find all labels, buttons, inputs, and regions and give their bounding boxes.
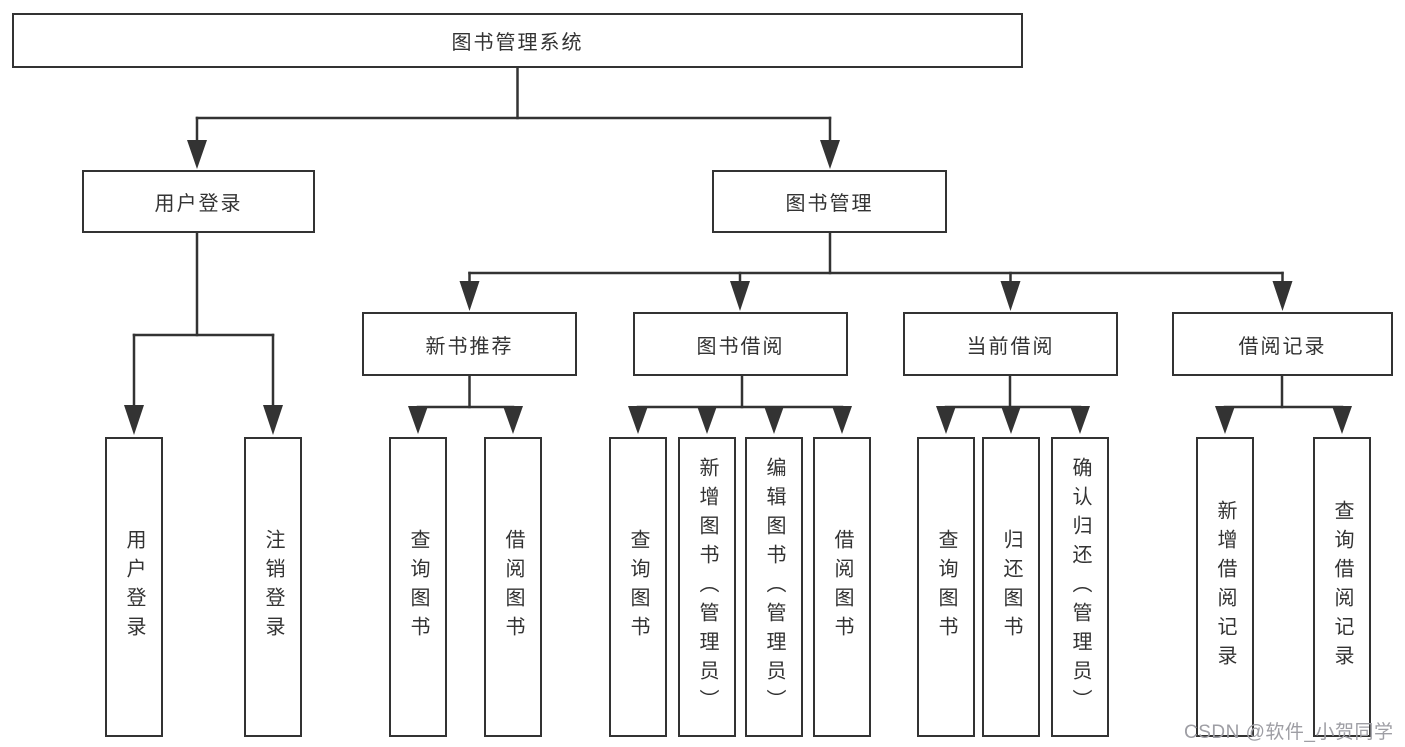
leaf-label: 借阅图书 — [502, 529, 524, 645]
csdn-watermark: CSDN @软件_小贺同学 — [1184, 722, 1394, 743]
leaf-add-book-admin: 新增图书（管理员） — [678, 437, 736, 737]
leaf-label: 用户登录 — [123, 529, 145, 645]
node-book-management: 图书管理 — [712, 170, 947, 233]
leaf-label: 查询借阅记录 — [1331, 500, 1353, 674]
leaf-label: 新增借阅记录 — [1214, 500, 1236, 674]
leaf-borrow-books-recommend: 借阅图书 — [484, 437, 542, 737]
leaf-label: 归还图书 — [1000, 529, 1022, 645]
node-new-book-recommendation: 新书推荐 — [362, 312, 577, 376]
leaf-label: 查询图书 — [935, 529, 957, 645]
leaf-edit-book-admin: 编辑图书（管理员） — [745, 437, 803, 737]
node-library-management-system: 图书管理系统 — [12, 13, 1023, 68]
leaf-label: 新增图书（管理员） — [696, 456, 718, 718]
node-book-borrowing: 图书借阅 — [633, 312, 848, 376]
leaf-borrow-books-borrowing: 借阅图书 — [813, 437, 871, 737]
leaf-confirm-return-admin: 确认归还（管理员） — [1051, 437, 1109, 737]
leaf-query-books-current: 查询图书 — [917, 437, 975, 737]
leaf-label: 查询图书 — [407, 529, 429, 645]
leaf-query-books-recommend: 查询图书 — [389, 437, 447, 737]
node-borrowing-records: 借阅记录 — [1172, 312, 1393, 376]
leaf-query-borrow-record: 查询借阅记录 — [1313, 437, 1371, 737]
leaf-user-login: 用户登录 — [105, 437, 163, 737]
leaf-add-borrow-record: 新增借阅记录 — [1196, 437, 1254, 737]
leaf-label: 查询图书 — [627, 529, 649, 645]
leaf-label: 确认归还（管理员） — [1069, 456, 1091, 718]
leaf-return-books: 归还图书 — [982, 437, 1040, 737]
node-user-login: 用户登录 — [82, 170, 315, 233]
node-current-borrowing: 当前借阅 — [903, 312, 1118, 376]
leaf-label: 注销登录 — [262, 529, 284, 645]
leaf-label: 编辑图书（管理员） — [763, 456, 785, 718]
leaf-query-books-borrowing: 查询图书 — [609, 437, 667, 737]
leaf-logout: 注销登录 — [244, 437, 302, 737]
leaf-label: 借阅图书 — [831, 529, 853, 645]
